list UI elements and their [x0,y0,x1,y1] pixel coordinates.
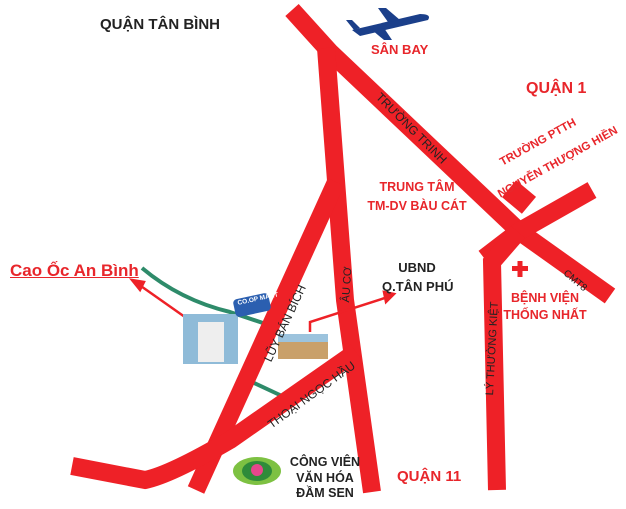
park-label-line2: VĂN HÓA [296,470,354,485]
coop-mart-logo [233,293,271,317]
road-truong-trinh [285,3,616,304]
project-label[interactable]: Cao Ốc An Bình [10,261,139,280]
district-tan-binh: QUẬN TÂN BÌNH [100,16,220,33]
mall-label-line2: TM-DV BÀU CÁT [367,199,467,213]
hospital-label: BỆNH VIỆN THỐNG NHẤT [495,290,595,324]
arrow-to-ubnd [308,295,389,332]
mall-label: TRUNG TÂM TM-DV BÀU CÁT [362,178,472,216]
ubnd-label-line1: UBND [398,260,436,275]
road-label-au-co: ÂU CƠ [340,266,355,303]
district-quan1: QUẬN 1 [526,80,587,97]
road-ly-thuong-kiet [482,226,525,491]
district-quan11: QUẬN 11 [397,468,462,485]
ubnd-label: UBND Q.TÂN PHÚ [382,258,454,296]
airport-label: SÂN BAY [371,42,429,57]
road-au-co [317,47,381,494]
airplane-icon [346,8,429,40]
dam-sen-logo [233,457,281,485]
mall-label-line1: TRUNG TÂM [379,180,455,194]
hospital-cross-icon [512,261,528,277]
park-label-line3: ĐẦM SEN [296,486,354,500]
green-route-lower [251,380,283,398]
ubnd-label-line2: Q.TÂN PHÚ [382,279,454,294]
road-thoai-ngoc-hau [70,344,362,490]
park-label-line1: CÔNG VIÊN [289,455,361,469]
hospital-label-line1: BỆNH VIỆN [510,291,580,305]
green-route-upper [140,266,273,328]
school-marker [501,180,537,214]
hospital-label-line2: THỐNG NHẤT [503,308,587,322]
